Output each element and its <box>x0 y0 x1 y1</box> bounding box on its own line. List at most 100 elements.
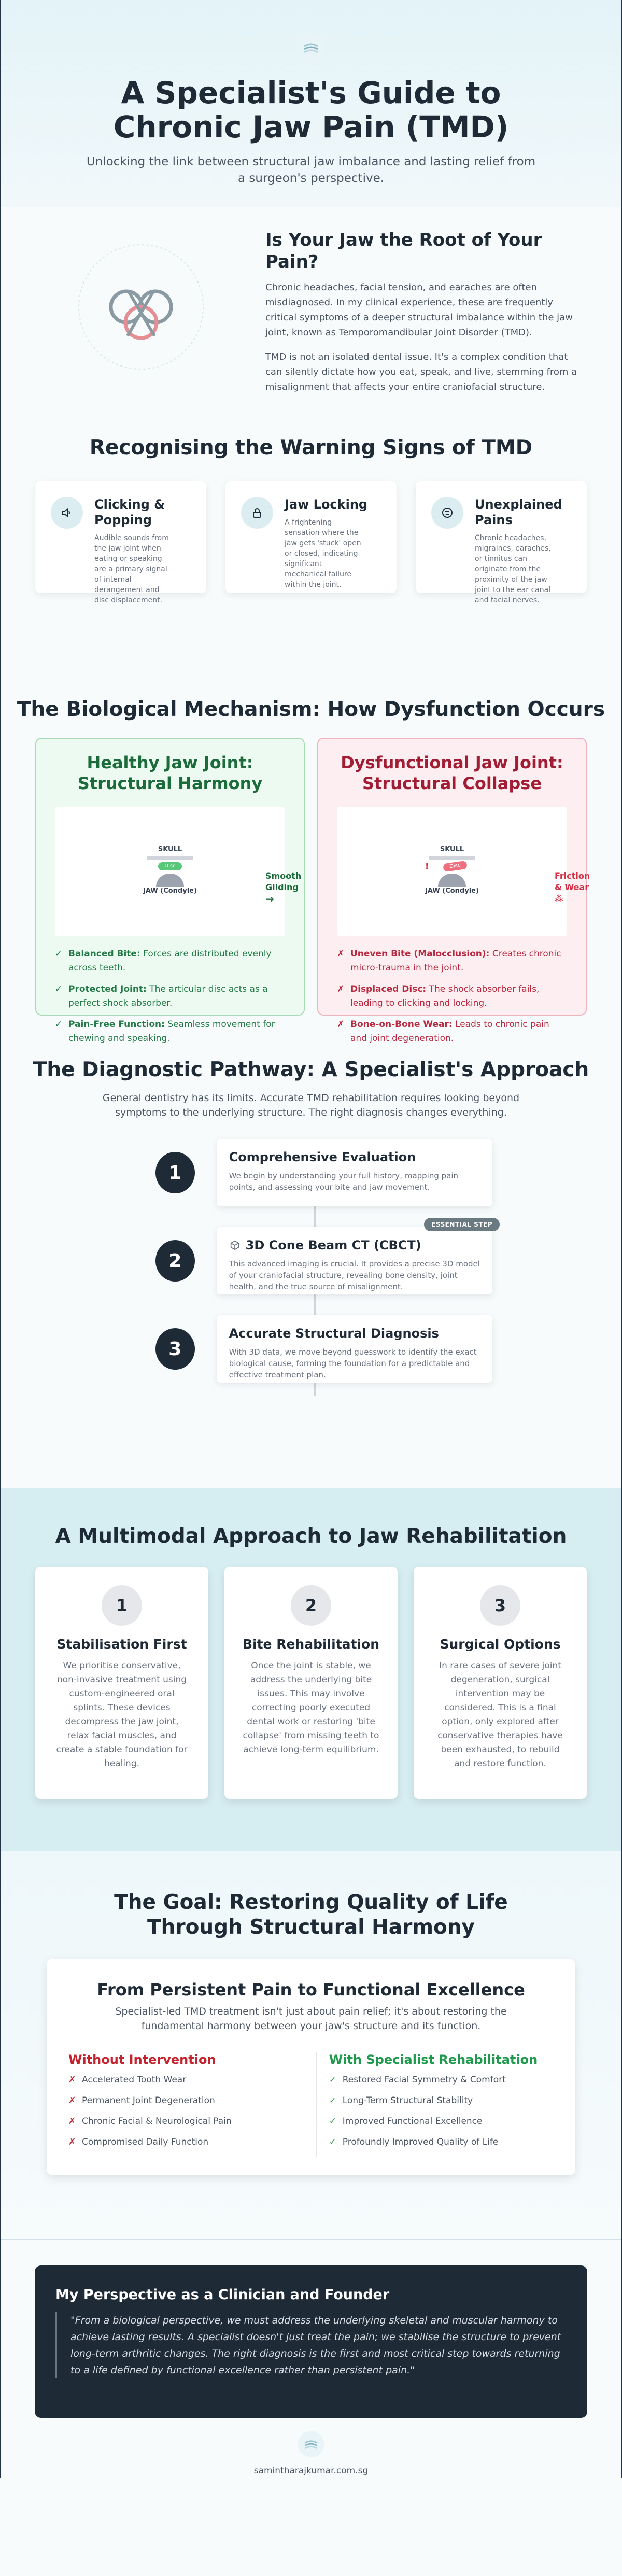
sign-card-clicking: Clicking & Popping Audible sounds from t… <box>35 481 206 604</box>
sign-title: Jaw Locking <box>285 497 368 512</box>
healthy-joint-title: Healthy Jaw Joint: Structural Harmony <box>77 753 263 793</box>
perspective-section: My Perspective as a Clinician and Founde… <box>1 2240 621 2478</box>
dysfunction-item: ✗Bone-on-Bone Wear: Leads to chronic pai… <box>337 1019 549 1044</box>
page: A Specialist's Guide to Chronic Jaw Pain… <box>1 0 621 2478</box>
card-title: Surgical Options <box>440 1637 561 1652</box>
card-number: 3 <box>480 1585 520 1626</box>
healthy-item: ✓Protected Joint: The articular disc act… <box>55 984 268 1008</box>
card-title: Stabilisation First <box>56 1637 187 1652</box>
root-cause-section: Is Your Jaw the Root of Your Pain? Chron… <box>1 207 621 435</box>
without-item: ✗Accelerated Tooth Wear <box>68 2075 187 2085</box>
perspective-quote: "From a biological perspective, we must … <box>55 2312 567 2378</box>
step-heading: 3D Cone Beam CT (CBCT) <box>229 1237 480 1253</box>
card-text: Once the joint is stable, we address the… <box>243 1660 379 1755</box>
speaker-icon <box>51 497 83 529</box>
without-intervention-column: Without Intervention ✗Accelerated Tooth … <box>68 2052 306 2157</box>
diagnostic-step-2: 2 ESSENTIAL STEP 3D Cone Beam CT (CBCT) … <box>130 1218 500 1297</box>
diagnostic-intro: General dentistry has its limits. Accura… <box>102 1092 520 1118</box>
step-card: ESSENTIAL STEP 3D Cone Beam CT (CBCT) Th… <box>216 1218 500 1294</box>
sign-text: Audible sounds from the jaw joint when e… <box>94 534 169 604</box>
step-title: 3D Cone Beam CT (CBCT) <box>245 1238 421 1252</box>
with-item: ✓Profoundly Improved Quality of Life <box>329 2137 499 2147</box>
mechanism-section: The Biological Mechanism: How Dysfunctio… <box>1 697 621 1058</box>
card-number: 2 <box>291 1585 331 1626</box>
perspective-title: My Perspective as a Clinician and Founde… <box>55 2287 390 2303</box>
sign-text: A frightening sensation where the jaw ge… <box>285 518 361 589</box>
card-text: We prioritise conservative, non-invasive… <box>56 1660 188 1769</box>
step-number: 3 <box>156 1328 195 1370</box>
healthy-item: ✓Balanced Bite: Forces are distributed e… <box>55 949 272 973</box>
jaw-rings-illustration <box>37 229 265 435</box>
multimodal-card-3: 3 Surgical Options In rare cases of seve… <box>414 1567 587 1799</box>
goal-card: From Persistent Pain to Functional Excel… <box>47 1959 575 2175</box>
lock-icon <box>241 497 273 529</box>
warning-icon: ! <box>425 861 429 871</box>
skull-label: SKULL <box>158 846 182 853</box>
condyle-label: JAW (Condyle) <box>425 887 479 895</box>
dysfunctional-joint-diagram: SKULL ! Disc JAW (Condyle) Friction & We… <box>337 807 590 936</box>
face-icon <box>431 497 463 529</box>
skull-label: SKULL <box>440 846 464 853</box>
root-paragraph-1: Chronic headaches, facial tension, and e… <box>265 282 573 338</box>
healthy-joint-card: Healthy Jaw Joint: Structural Harmony SK… <box>35 738 305 1044</box>
without-item: ✗Compromised Daily Function <box>68 2137 209 2147</box>
condyle-icon <box>156 874 184 887</box>
root-paragraph-2: TMD is not an isolated dental issue. It'… <box>265 351 577 392</box>
dysfunctional-joint-title: Dysfunctional Jaw Joint: Structural Coll… <box>341 753 563 793</box>
multimodal-card-1: 1 Stabilisation First We prioritise cons… <box>35 1567 208 1799</box>
multimodal-card-2: 2 Bite Rehabilitation Once the joint is … <box>224 1567 398 1799</box>
without-item: ✗Chronic Facial & Neurological Pain <box>68 2116 232 2127</box>
multimodal-title: A Multimodal Approach to Jaw Rehabilitat… <box>55 1525 567 1548</box>
diagnostic-step-3: 3 Accurate Structural Diagnosis With 3D … <box>130 1313 492 1385</box>
goal-card-subtitle: Specialist-led TMD treatment isn't just … <box>115 2006 507 2032</box>
footer: samintharajkumar.com.sg <box>1 2430 621 2476</box>
tooth-logo-icon <box>295 32 327 63</box>
dysfunctional-joint-card: Dysfunctional Jaw Joint: Structural Coll… <box>317 738 590 1044</box>
step-title: Accurate Structural Diagnosis <box>229 1326 439 1341</box>
goal-section: The Goal: Restoring Quality of Life Thro… <box>1 1851 621 2240</box>
sign-text: Chronic headaches, migraines, earaches, … <box>475 534 551 604</box>
tooth-logo-icon <box>297 2430 325 2458</box>
with-item: ✓Restored Facial Symmetry & Comfort <box>329 2075 506 2085</box>
condyle-label: JAW (Condyle) <box>143 887 197 895</box>
goal-card-title: From Persistent Pain to Functional Excel… <box>97 1980 525 2000</box>
without-heading: Without Intervention <box>68 2052 216 2067</box>
step-number: 2 <box>156 1240 195 1282</box>
card-number: 1 <box>102 1585 142 1626</box>
sign-title: Clicking & Popping <box>94 497 165 527</box>
diagnostic-step-1: 1 Comprehensive Evaluation We begin by u… <box>130 1136 492 1209</box>
friction-wear-label: Friction & Wear <box>555 871 590 892</box>
card-text: In rare cases of severe joint degenerati… <box>437 1660 563 1769</box>
arrow-right-icon: → <box>265 893 274 905</box>
with-heading: With Specialist Rehabilitation <box>329 2052 538 2067</box>
multimodal-section: A Multimodal Approach to Jaw Rehabilitat… <box>1 1488 621 1851</box>
condyle-icon <box>438 874 466 887</box>
without-item: ✗Permanent Joint Degeneration <box>68 2095 215 2106</box>
step-card: Accurate Structural Diagnosis With 3D da… <box>216 1315 492 1383</box>
warning-signs-section: Recognising the Warning Signs of TMD Cli… <box>1 435 621 697</box>
with-item: ✓Long-Term Structural Stability <box>329 2095 473 2106</box>
step-number: 1 <box>156 1152 195 1193</box>
perspective-card: My Perspective as a Clinician and Founde… <box>35 2265 587 2418</box>
mechanism-title: The Biological Mechanism: How Dysfunctio… <box>17 698 605 721</box>
hero-section: A Specialist's Guide to Chronic Jaw Pain… <box>1 0 621 207</box>
with-rehabilitation-column: With Specialist Rehabilitation ✓Restored… <box>315 2052 554 2157</box>
footer-site-link[interactable]: samintharajkumar.com.sg <box>253 2466 369 2476</box>
sign-card-locking: Jaw Locking A frightening sensation wher… <box>225 481 397 593</box>
healthy-joint-diagram: SKULL Disc JAW (Condyle) Smooth Gliding … <box>55 807 301 936</box>
diagnostic-section: The Diagnostic Pathway: A Specialist's A… <box>1 1058 621 1488</box>
dysfunction-item: ✗Uneven Bite (Malocclusion): Creates chr… <box>337 949 561 973</box>
spark-icon: ⁂ <box>555 894 563 904</box>
disc-label: Disc <box>443 860 468 872</box>
sign-title: Unexplained Pains <box>475 497 562 527</box>
step-text: We begin by understanding your full hist… <box>229 1171 459 1192</box>
root-heading: Is Your Jaw the Root of Your Pain? <box>265 230 542 272</box>
step-title: Comprehensive Evaluation <box>229 1150 416 1164</box>
dysfunction-item: ✗Displaced Disc: The shock absorber fail… <box>337 984 540 1008</box>
page-subtitle: Unlocking the link between structural ja… <box>86 155 536 185</box>
page-title: A Specialist's Guide to Chronic Jaw Pain… <box>113 75 509 145</box>
disc-label: Disc <box>158 862 182 870</box>
diagnostic-title: The Diagnostic Pathway: A Specialist's A… <box>33 1058 589 1081</box>
smooth-gliding-label: Smooth Gliding <box>265 871 302 892</box>
with-item: ✓Improved Functional Excellence <box>329 2116 483 2127</box>
